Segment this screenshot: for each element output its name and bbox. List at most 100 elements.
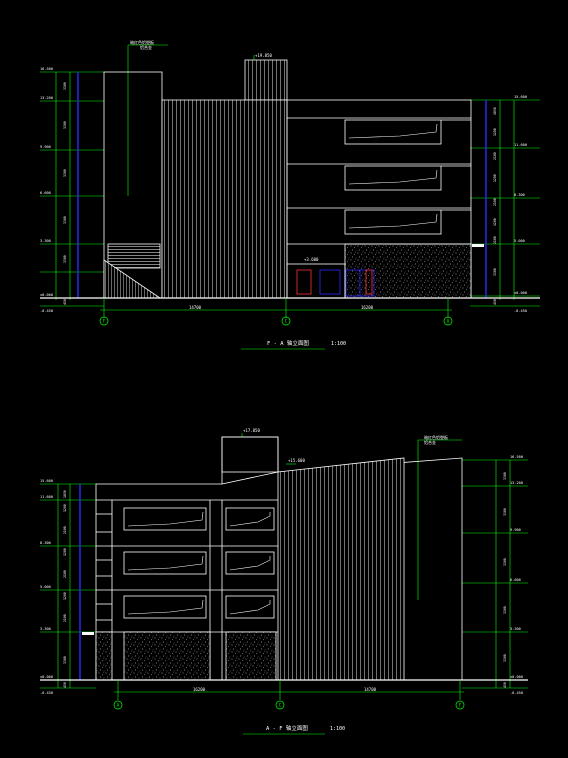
dim-segment: 3300 (63, 255, 67, 263)
top-roof-leader (127, 44, 168, 196)
bottom-ground-stipple-right (225, 631, 277, 681)
level-label: -0.450 (510, 691, 523, 695)
top-left-level-labels: 16.500 13.200 9.900 6.600 3.300 ±0.000 -… (40, 67, 53, 313)
top-ground-white-mark (472, 244, 484, 247)
top-entrance (286, 263, 375, 299)
top-cladding-block (161, 99, 288, 299)
level-label: 13.200 (40, 96, 53, 100)
level-label: 3.300 (510, 627, 521, 631)
level-label: 8.300 (40, 541, 51, 545)
top-dim-left: 14700 (189, 305, 202, 310)
level-label: 6.600 (40, 191, 51, 195)
bottom-axis-bubbles (113, 700, 465, 710)
dim-segment: 450 (493, 299, 497, 305)
dim-segment: 3300 (63, 121, 67, 129)
bottom-right-dim-segments: 3300 3300 3300 3300 3300 450 (503, 472, 507, 688)
bottom-dim-left: 16200 (193, 687, 206, 692)
top-door-mark: +3.600 (304, 257, 319, 262)
level-label: ±0.000 (40, 293, 53, 297)
top-right-dimension-column (470, 99, 540, 307)
dim-segment: 2100 (63, 526, 67, 534)
bottom-ground-stipple-edge (95, 631, 113, 681)
bottom-left-dim-segments: 1050 1200 2100 1200 2100 1200 2100 3300 … (63, 490, 67, 688)
level-label: ±0.000 (510, 675, 523, 679)
top-title: F - A 轴立面图 (267, 339, 309, 347)
bottom-axis-left-label: A (117, 703, 120, 708)
level-label: 11.600 (514, 143, 527, 147)
bottom-ground-stipple-left (123, 631, 211, 681)
dim-segment: 3300 (63, 169, 67, 177)
top-axis-mid-label: C (285, 319, 288, 324)
dim-segment: 450 (63, 299, 67, 305)
dim-segment: 3300 (63, 216, 67, 224)
top-ground-stipple (344, 243, 472, 299)
level-label: 9.900 (510, 528, 521, 532)
level-label: -0.450 (40, 691, 53, 695)
dim-segment: 3300 (503, 654, 507, 662)
dim-segment: 450 (503, 682, 507, 688)
elevation-top (40, 44, 540, 350)
top-labels: F C A 14700 16200 暗红色铝塑板 铝合金 +19.850 +3.… (40, 39, 527, 347)
top-window-bands (287, 117, 471, 245)
dim-segment: 1200 (493, 174, 497, 182)
bottom-windows (123, 507, 275, 619)
level-label: 16.500 (40, 67, 53, 71)
level-label: 6.600 (510, 578, 521, 582)
dim-segment: 2100 (63, 570, 67, 578)
level-label: -0.450 (40, 309, 53, 313)
level-label: 8.300 (514, 193, 525, 197)
top-tower-mark: +19.850 (255, 53, 272, 58)
level-label: ±0.000 (514, 291, 527, 295)
bottom-tower (221, 436, 279, 473)
top-right-dim-segments: 1050 1200 2100 1200 2100 1200 2100 3300 … (493, 107, 497, 305)
dim-segment: 450 (63, 682, 67, 688)
dim-segment: 2100 (493, 236, 497, 244)
level-label: -0.450 (514, 309, 527, 313)
dim-segment: 1200 (493, 218, 497, 226)
dim-segment: 1050 (63, 490, 67, 498)
dim-segment: 3300 (493, 268, 497, 276)
level-label: 15.600 (514, 95, 527, 99)
level-label: 9.900 (40, 145, 51, 149)
top-axis-bubbles (99, 316, 453, 326)
bottom-white-mark (82, 632, 94, 635)
dim-segment: 1200 (63, 592, 67, 600)
top-left-dim-segments: 3300 3300 3300 3300 3300 450 (63, 82, 67, 305)
dim-segment: 1200 (63, 548, 67, 556)
top-roof-note-2: 铝合金 (140, 44, 152, 50)
dim-segment: 2100 (493, 152, 497, 160)
bottom-axis-right-label: F (459, 703, 462, 708)
dim-segment: 3300 (63, 82, 67, 90)
dim-segment: 1200 (63, 504, 67, 512)
dim-segment: 3300 (503, 558, 507, 566)
top-axis-right-label: A (447, 319, 450, 324)
bottom-right-level-labels: 16.500 13.200 9.900 6.600 3.300 ±0.000 -… (510, 455, 523, 695)
bottom-axis-dim (114, 680, 464, 735)
bottom-left-level-labels: 15.600 11.600 8.300 5.000 3.300 ±0.000 -… (40, 479, 53, 695)
level-label: 15.600 (40, 479, 53, 483)
dim-segment: 3300 (503, 508, 507, 516)
bottom-roof-mark: +15.600 (288, 458, 305, 463)
level-label: 11.600 (40, 495, 53, 499)
top-tower (244, 59, 288, 101)
dim-segment: 1050 (493, 107, 497, 115)
level-label: 5.000 (514, 239, 525, 243)
bottom-roof-note-2: 铝合金 (424, 439, 436, 445)
bottom-cladding-block (277, 457, 405, 681)
top-axis-dim (100, 298, 452, 350)
dim-segment: 1200 (493, 128, 497, 136)
level-label: 16.500 (510, 455, 523, 459)
level-label: 13.200 (510, 481, 523, 485)
level-label: 3.300 (40, 627, 51, 631)
top-axis-left-label: F (103, 319, 106, 324)
top-roof-note-1: 暗红色铝塑板 (130, 39, 154, 45)
level-label: ±0.000 (40, 675, 53, 679)
top-stair-louver (107, 243, 161, 269)
bottom-tower-mark: +17.850 (243, 428, 260, 433)
dim-segment: 2100 (493, 198, 497, 206)
top-left-dimension-column (40, 71, 104, 307)
bottom-labels: A C F 16200 14700 暗红色铝塑板 铝合金 +17.850 +15… (40, 428, 523, 732)
top-scale: 1:100 (331, 341, 346, 347)
bottom-title: A - F 轴立面图 (266, 724, 308, 732)
